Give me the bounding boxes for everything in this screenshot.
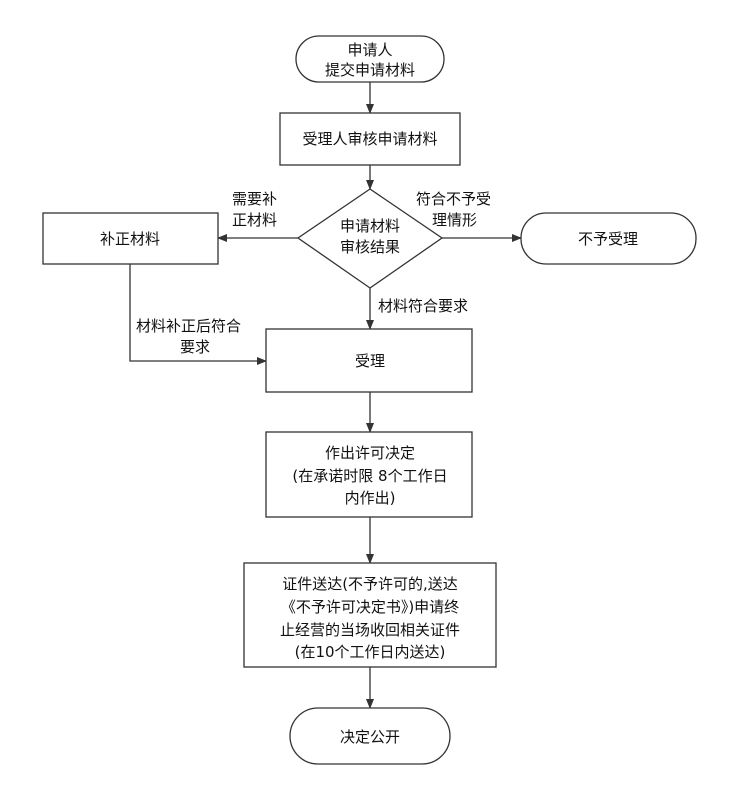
permit-node-line3: 内作出) — [345, 489, 396, 507]
edge-label-after-supplement-line2: 要求 — [180, 338, 210, 356]
delivery-node-line3: 止经营的当场收回相关证件 — [280, 621, 460, 639]
delivery-node: 证件送达(不予许可的,送达 《不予许可决定书》)申请终 止经营的当场收回相关证件… — [243, 562, 497, 668]
decision-node-line1: 申请材料 — [340, 217, 400, 235]
review-node: 受理人审核申请材料 — [279, 112, 461, 166]
start-node: 申请人 提交申请材料 — [295, 35, 445, 83]
reject-node: 不予受理 — [520, 212, 697, 265]
edge-label-not-accept-line2: 理情形 — [432, 211, 477, 229]
decision-node-line2: 审核结果 — [340, 238, 400, 256]
end-node: 决定公开 — [289, 707, 451, 765]
permit-node: 作出许可决定 (在承诺时限 8个工作日 内作出) — [265, 431, 473, 518]
permit-node-line2: (在承诺时限 8个工作日 — [292, 467, 447, 485]
edge-label-not-accept-line1: 符合不予受 — [416, 190, 491, 208]
edge-label-meets-requirements: 材料符合要求 — [378, 297, 468, 315]
start-node-line2: 提交申请材料 — [325, 61, 415, 79]
supplement-node: 补正材料 — [42, 212, 219, 265]
delivery-node-line4: (在10个工作日内送达) — [295, 643, 446, 661]
decision-node: 申请材料 审核结果 — [296, 188, 444, 289]
edge-label-need-supplement-line1: 需要补 — [232, 190, 277, 208]
start-node-line1: 申请人 — [347, 41, 392, 59]
permit-node-line1: 作出许可决定 — [325, 444, 415, 462]
edge-label-after-supplement-line1: 材料补正后符合 — [136, 317, 241, 335]
accept-node: 受理 — [265, 328, 473, 393]
review-node-label: 受理人审核申请材料 — [302, 130, 437, 148]
end-node-label: 决定公开 — [340, 728, 400, 746]
edge-label-need-supplement-line2: 正材料 — [232, 211, 277, 229]
arrow-supplement-to-accept — [129, 264, 267, 365]
delivery-node-line2: 《不予许可决定书》)申请终 — [281, 598, 459, 616]
reject-node-label: 不予受理 — [578, 230, 638, 248]
delivery-node-line1: 证件送达(不予许可的,送达 — [282, 575, 458, 593]
accept-node-label: 受理 — [355, 352, 385, 370]
supplement-node-label: 补正材料 — [100, 230, 160, 248]
